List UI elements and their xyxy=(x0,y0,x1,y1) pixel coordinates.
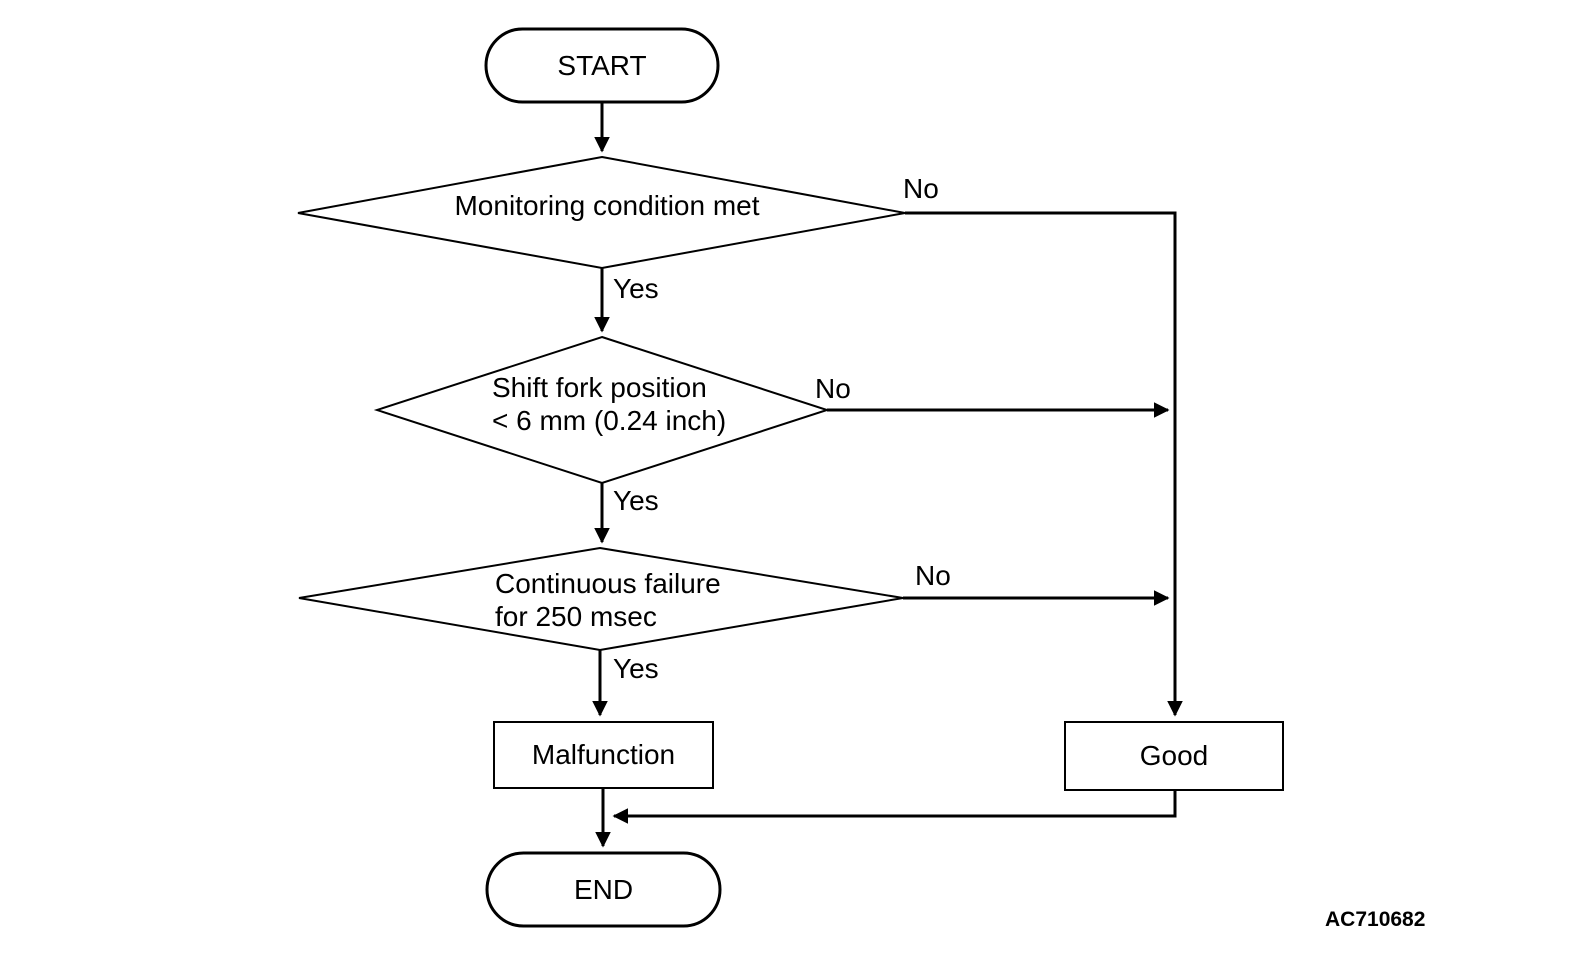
continuous-failure-yes-label: Yes xyxy=(613,653,659,684)
shift-fork-no-label: No xyxy=(815,373,851,404)
continuous-failure-label-line1: Continuous failure xyxy=(495,568,721,599)
monitoring-decision-label: Monitoring condition met xyxy=(454,190,760,221)
good-node-label: Good xyxy=(1139,740,1209,771)
edge-monitoring-no-rail xyxy=(905,211,1183,717)
start-node-label: START xyxy=(557,49,647,81)
monitoring-no-label: No xyxy=(903,173,939,204)
malfunction-node-label: Malfunction xyxy=(531,739,676,770)
continuous-failure-decision-label: Continuous failure for 250 msec xyxy=(495,567,721,633)
shift-fork-yes-label: Yes xyxy=(613,485,659,516)
edge-good-return xyxy=(612,790,1177,824)
shift-fork-label-line1: Shift fork position xyxy=(492,372,707,403)
shift-fork-label-line2: < 6 mm (0.24 inch) xyxy=(492,405,727,436)
continuous-failure-no-label: No xyxy=(915,560,951,591)
continuous-failure-label-line2: for 250 msec xyxy=(495,601,657,632)
end-terminator-shape xyxy=(485,851,722,928)
good-process-shape xyxy=(1064,721,1284,791)
shift-fork-decision-label: Shift fork position < 6 mm (0.24 inch) xyxy=(492,371,726,437)
figure-code: AC710682 xyxy=(1325,908,1426,931)
monitoring-yes-label: Yes xyxy=(613,273,659,304)
end-node-label: END xyxy=(573,873,634,905)
